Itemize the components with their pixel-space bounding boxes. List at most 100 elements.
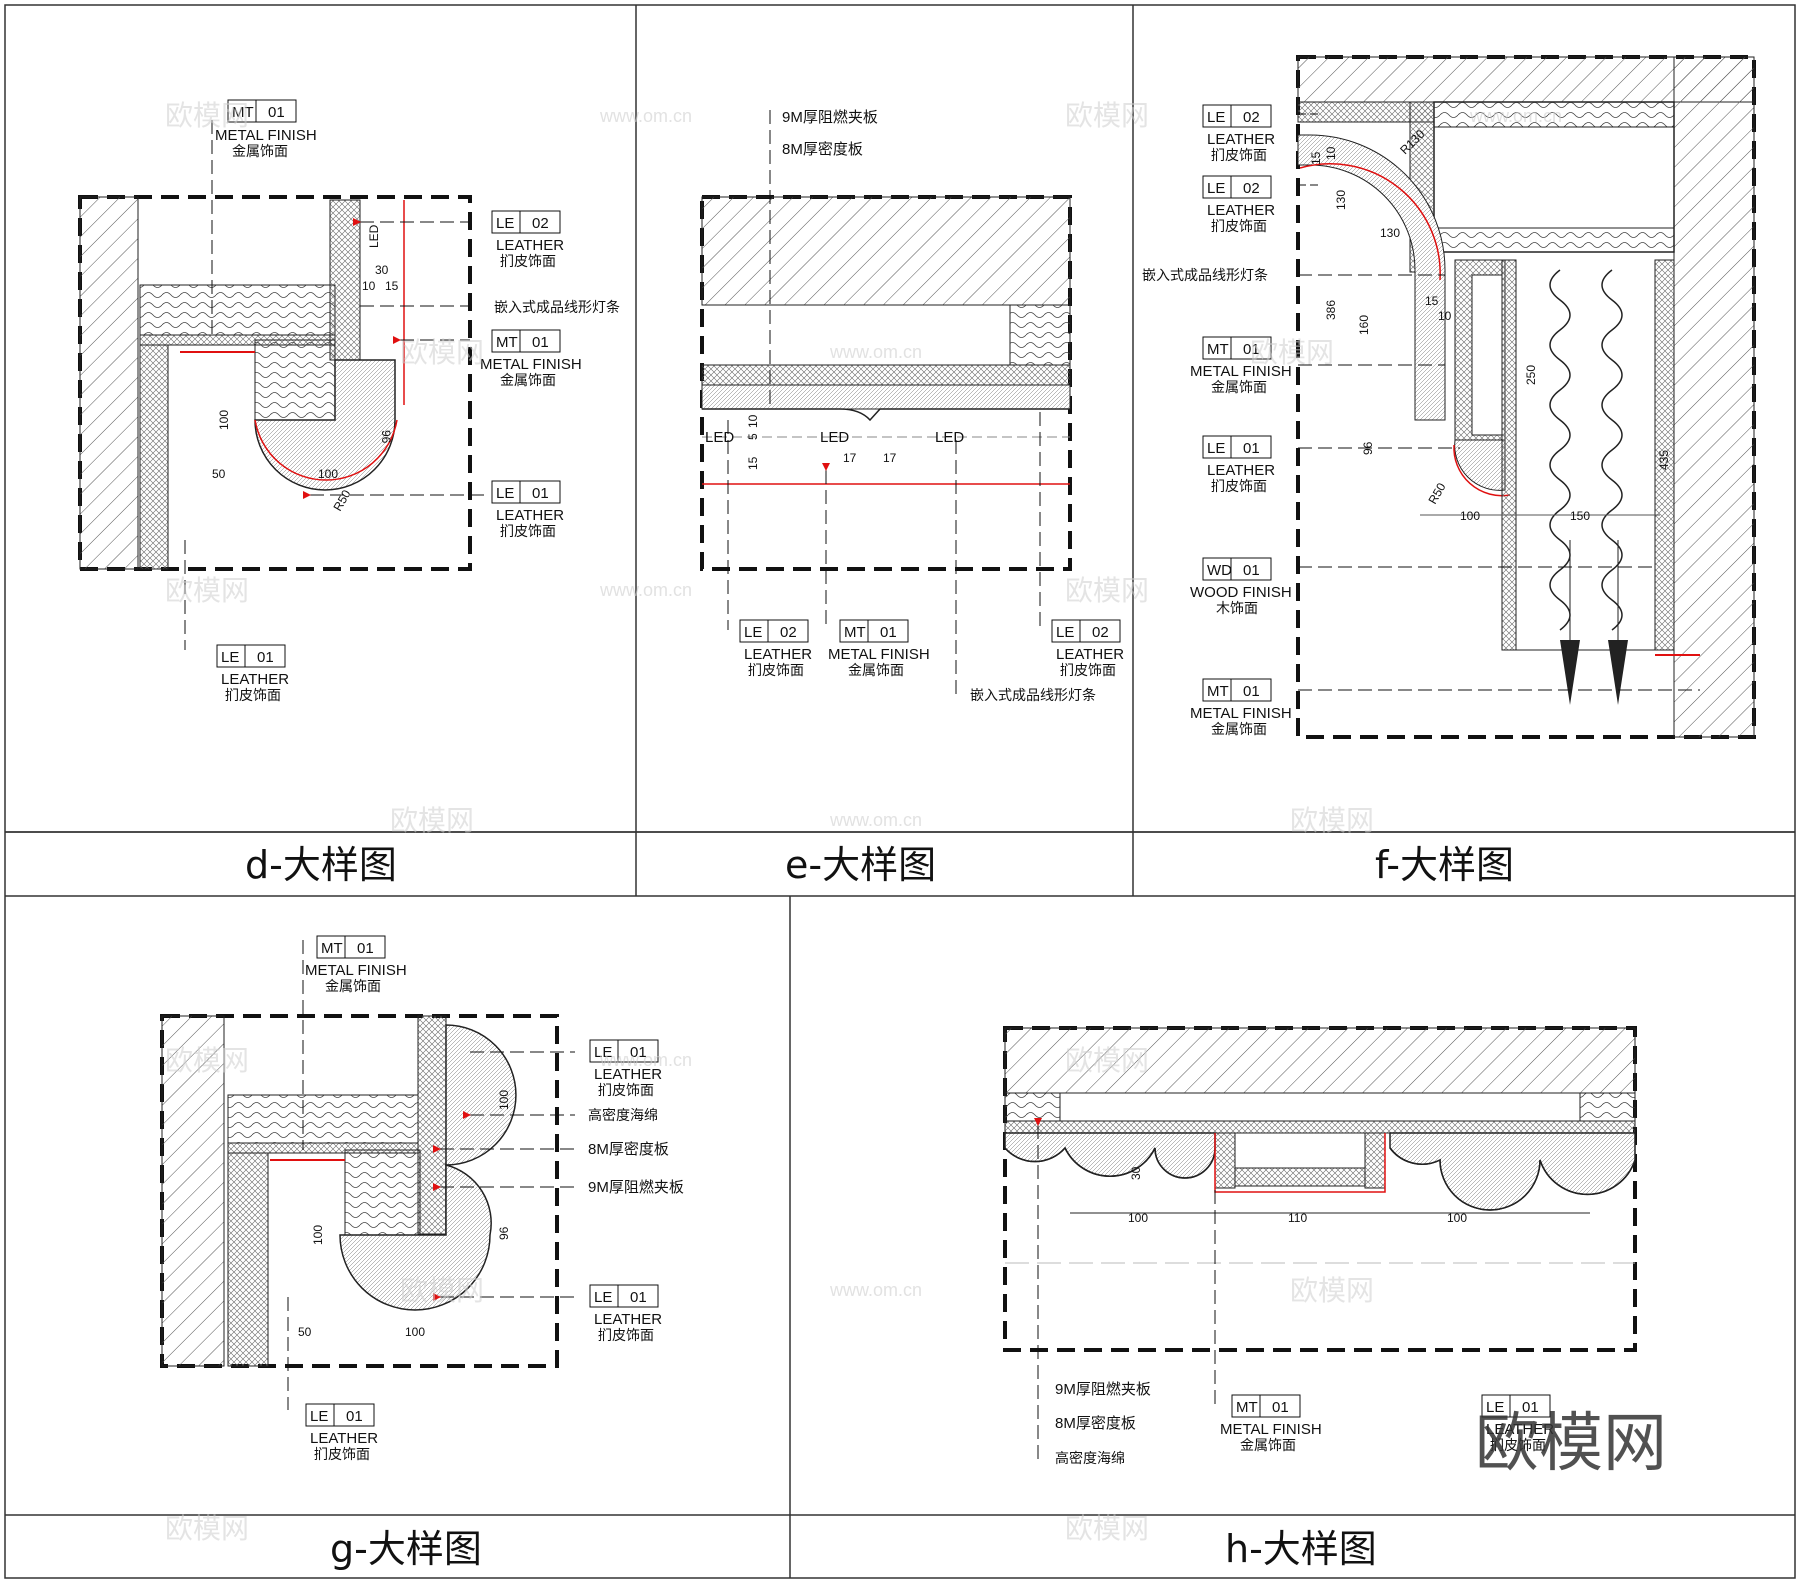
svg-text:MT: MT [496,334,518,351]
svg-text:欧模网: 欧模网 [1290,1274,1374,1307]
dim-d-led: LED [367,224,381,248]
svg-text:01: 01 [630,1044,647,1061]
svg-text:扪皮饰面: 扪皮饰面 [500,253,556,269]
svg-text:LEATHER: LEATHER [744,646,812,663]
svg-text:01: 01 [1243,683,1260,700]
svg-text:LEATHER: LEATHER [310,1430,378,1447]
svg-text:LE: LE [310,1408,328,1425]
svg-text:扪皮饰面: 扪皮饰面 [225,687,281,703]
dim-f-96: 96 [1361,441,1375,455]
svg-text:www.om.cn: www.om.cn [599,1050,692,1070]
dim-h-100b: 100 [1447,1211,1467,1225]
detail-e: LED LED LED 10 5 15 17 17 [700,110,1072,695]
svg-text:01: 01 [532,334,549,351]
svg-text:LE: LE [221,649,239,666]
h-label-foam: 高密度海绵 [1055,1450,1125,1467]
svg-text:LEATHER: LEATHER [496,507,564,524]
dim-f-386: 386 [1324,300,1338,320]
svg-text:LEATHER: LEATHER [1486,1421,1554,1438]
dim-e-15: 15 [746,456,760,470]
svg-text:扪皮饰面: 扪皮饰面 [1060,662,1116,678]
svg-text:MT: MT [232,104,254,121]
svg-text:扪皮饰面: 扪皮饰面 [1211,147,1267,163]
detail-h: 30 100 110 100 [1003,1026,1637,1460]
svg-text:LEATHER: LEATHER [221,671,289,688]
svg-text:LE: LE [1486,1399,1504,1416]
svg-text:METAL FINISH: METAL FINISH [1220,1421,1322,1438]
dim-d-50: 50 [212,467,226,481]
svg-text:01: 01 [1522,1399,1539,1416]
dim-e-17b: 17 [883,451,897,465]
svg-text:www.om.cn: www.om.cn [599,580,692,600]
svg-text:LE: LE [744,624,762,641]
svg-text:木饰面: 木饰面 [1216,600,1258,616]
dim-f-r50: R50 [1425,480,1448,506]
svg-text:LE: LE [1207,109,1225,126]
dim-f-250: 250 [1524,365,1538,385]
dim-e-5: 5 [746,433,760,440]
svg-text:www.om.cn: www.om.cn [599,106,692,126]
f-label-led-strip: 嵌入式成品线形灯条 [1142,267,1268,284]
dim-h-110: 110 [1288,1211,1307,1225]
svg-text:欧模网: 欧模网 [400,1274,484,1307]
svg-text:扪皮饰面: 扪皮饰面 [1211,478,1267,494]
svg-text:www.om.cn: www.om.cn [829,1280,922,1300]
svg-text:欧模网: 欧模网 [1065,1512,1149,1545]
svg-text:欧模网: 欧模网 [165,1044,249,1077]
svg-text:MT: MT [1236,1399,1258,1416]
label-d-led-strip: 嵌入式成品线形灯条 [494,299,620,316]
svg-text:02: 02 [1092,624,1109,641]
dim-g-50: 50 [298,1325,312,1339]
e-led-1: LED [705,429,734,446]
dim-f-15: 15 [1309,151,1323,165]
svg-text:01: 01 [880,624,897,641]
svg-text:www.om.cn: www.om.cn [829,810,922,830]
dim-d-r50: R50 [330,487,353,513]
dim-g-96: 96 [497,1226,511,1240]
svg-text:LE: LE [594,1289,612,1306]
dim-e-17a: 17 [843,451,857,465]
svg-text:MT: MT [1207,341,1229,358]
svg-text:欧模网: 欧模网 [1065,99,1149,132]
svg-text:LE: LE [496,485,514,502]
svg-text:METAL FINISH: METAL FINISH [1190,705,1292,722]
svg-text:金属饰面: 金属饰面 [1211,379,1267,395]
svg-text:金属饰面: 金属饰面 [1240,1437,1296,1453]
dim-g-100c: 100 [405,1325,425,1339]
svg-text:01: 01 [346,1408,363,1425]
g-label-ply9: 9M厚阻燃夹板 [588,1178,684,1196]
caption-e: e-大样图 [785,843,936,887]
dim-d-15: 15 [385,279,399,293]
svg-text:扪皮饰面: 扪皮饰面 [1490,1437,1546,1453]
svg-text:02: 02 [1243,180,1260,197]
dim-f-130b: 130 [1380,226,1400,240]
dim-g-100b: 100 [311,1225,325,1245]
svg-text:MT: MT [844,624,866,641]
svg-text:01: 01 [268,104,285,121]
svg-text:01: 01 [1243,562,1260,579]
svg-text:LEATHER: LEATHER [594,1066,662,1083]
svg-text:01: 01 [357,940,374,957]
dim-d-30: 30 [375,263,389,277]
e-label-mdf8: 8M厚密度板 [782,140,863,158]
svg-text:LEATHER: LEATHER [594,1311,662,1328]
svg-text:01: 01 [1272,1399,1289,1416]
svg-text:LE: LE [1207,440,1225,457]
svg-text:金属饰面: 金属饰面 [500,372,556,388]
svg-text:金属饰面: 金属饰面 [232,143,288,159]
svg-text:www.om.cn: www.om.cn [829,342,922,362]
svg-text:扪皮饰面: 扪皮饰面 [598,1327,654,1343]
svg-text:METAL FINISH: METAL FINISH [215,127,317,144]
dim-d-100b: 100 [318,467,338,481]
svg-text:METAL FINISH: METAL FINISH [480,356,582,373]
